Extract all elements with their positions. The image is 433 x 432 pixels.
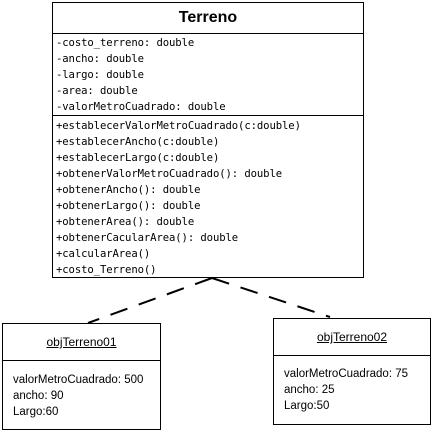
object-field: Largo:50	[284, 400, 330, 412]
class-name: Terreno	[53, 3, 363, 34]
attribute: -ancho: double	[56, 53, 144, 65]
attribute: -valorMetroCuadrado: double	[56, 101, 226, 113]
link-objTerreno01	[87, 277, 213, 324]
object-field: valorMetroCuadrado: 500	[13, 374, 144, 386]
object-objTerreno02: objTerreno02 valorMetroCuadrado: 75 anch…	[273, 318, 431, 425]
object-field: Largo:60	[13, 406, 59, 418]
object-fields: valorMetroCuadrado: 500 ancho: 90 Largo:…	[13, 372, 160, 420]
object-objTerreno01: objTerreno01 valorMetroCuadrado: 500 anc…	[2, 323, 161, 430]
method: +calcularArea()	[56, 248, 151, 260]
method: +obtenerLargo(): double	[56, 200, 201, 212]
attribute: -largo: double	[56, 69, 144, 81]
attribute: -costo_terreno: double	[56, 37, 195, 49]
methods-compartment: +establecerValorMetroCuadrado(c:double) …	[53, 116, 363, 278]
method: +establecerValorMetroCuadrado(c:double)	[56, 120, 301, 132]
attribute: -area: double	[56, 85, 138, 97]
object-field: ancho: 25	[284, 384, 335, 396]
attributes-compartment: -costo_terreno: double -ancho: double -l…	[53, 33, 363, 116]
object-fields: valorMetroCuadrado: 75 ancho: 25 Largo:5…	[284, 366, 430, 414]
link-objTerreno02	[211, 277, 331, 318]
method: +costo_Terreno()	[56, 264, 157, 276]
object-field: ancho: 90	[13, 390, 64, 402]
class-terreno: Terreno -costo_terreno: double -ancho: d…	[52, 2, 364, 278]
method: +establecerAncho(c:double)	[56, 136, 220, 148]
object-field: valorMetroCuadrado: 75	[284, 368, 409, 380]
method: +obtenerValorMetroCuadrado(): double	[56, 168, 283, 180]
method: +obtenerArea(): double	[56, 216, 195, 228]
object-name: objTerreno01	[3, 324, 160, 361]
method: +obtenerCacularArea(): double	[56, 232, 239, 244]
method: +establecerLargo(c:double)	[56, 152, 220, 164]
method: +obtenerAncho(): double	[56, 184, 201, 196]
object-name: objTerreno02	[274, 319, 430, 356]
